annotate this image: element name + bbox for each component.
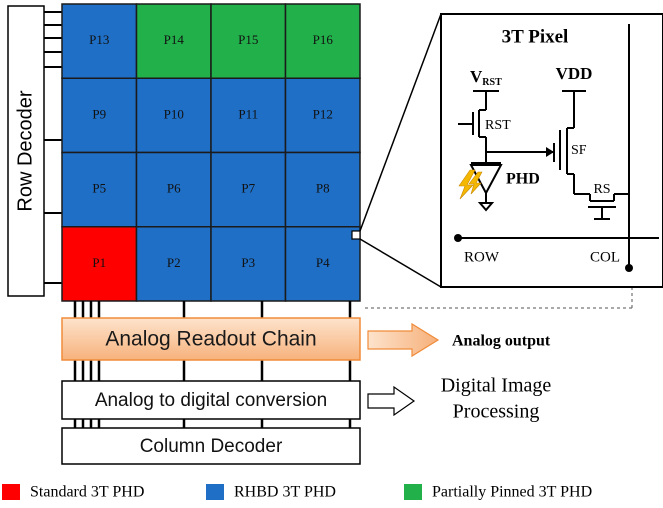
pixel-circuit-title: 3T Pixel	[502, 26, 569, 47]
readout-chain: Analog Readout Chain	[61, 317, 361, 361]
pixel-cell-bg	[210, 226, 287, 302]
pixel-cell-p8: P8	[284, 151, 361, 228]
light-icon	[458, 169, 483, 200]
row-decoder-wires	[44, 11, 62, 284]
pixel-cell-label: P12	[313, 106, 333, 121]
pixel-cell-label: P6	[167, 181, 181, 196]
analog-output-arrow	[367, 322, 440, 358]
legend-label: Standard 3T PHD	[30, 484, 144, 501]
pixel-cell-p15: P15	[210, 3, 287, 79]
analog-output-label: Analog output	[452, 333, 551, 350]
pixel-cell-p6: P6	[135, 151, 212, 228]
legend-label: RHBD 3T PHD	[234, 484, 336, 501]
phd-label: PHD	[506, 171, 540, 188]
pixel-cell-label: P11	[238, 106, 258, 121]
rst-label: RST	[485, 118, 511, 133]
digital-output-arrow	[367, 385, 416, 417]
col-dashed-link	[362, 287, 633, 309]
pixel-cell-label: P8	[316, 181, 330, 196]
readout-chain-label: Analog Readout Chain	[105, 328, 316, 351]
circuit-node-arrow	[546, 147, 554, 157]
pixel-cell-p1: P1	[61, 226, 138, 302]
pixel-cell-p2: P2	[135, 226, 212, 302]
pixel-cell-p13: P13	[61, 3, 138, 79]
row-node-dot	[454, 234, 462, 242]
pixel-cell-p7: P7	[210, 151, 287, 228]
pixel-cell-label: P3	[241, 255, 255, 270]
row-label: ROW	[464, 249, 500, 265]
pixel-cell-p5: P5	[61, 151, 138, 228]
pixel-circuit: 3T Pixel	[440, 13, 663, 288]
pixel-cell-label: P14	[164, 32, 185, 47]
legend-item-standard: Standard 3T PHD	[2, 484, 144, 501]
legend-swatch	[2, 484, 20, 500]
column-decoder: Column Decoder	[61, 427, 361, 465]
pixel-cell-bg	[284, 226, 361, 302]
pixel-cell-bg	[135, 77, 212, 154]
legend-swatch	[206, 484, 224, 500]
col-label: COL	[590, 249, 620, 265]
pixel-cell-label: P7	[241, 181, 255, 196]
zoom-lines	[359, 13, 442, 288]
circuit-wires	[458, 24, 659, 268]
pixel-cell-label: P4	[316, 255, 330, 270]
pixel-cell-p4: P4	[284, 226, 361, 302]
pixel-cell-label: P5	[92, 181, 106, 196]
pixel-cell-bg	[135, 151, 212, 228]
digital-output-line1: Digital Image	[441, 375, 552, 397]
pixel-cell-p11: P11	[210, 77, 287, 154]
pixel-cell-bg	[284, 3, 361, 79]
pixel-cell-p12: P12	[284, 77, 361, 154]
vdd-label: VDD	[556, 64, 593, 83]
pixel-cell-label: P2	[167, 255, 181, 270]
pixel-cell-label: P16	[313, 32, 334, 47]
pixel-cell-bg	[61, 77, 138, 154]
pixel-cell-p16: P16	[284, 3, 361, 79]
pixel-cell-label: P9	[92, 106, 106, 121]
legend-item-rhbd: RHBD 3T PHD	[206, 484, 336, 501]
pixel-cell-label: P1	[92, 255, 106, 270]
col-node-dot	[625, 264, 633, 272]
rs-label: RS	[593, 182, 610, 197]
pixel-cell-label: P15	[238, 32, 258, 47]
pixel-marker	[351, 230, 361, 240]
sf-label: SF	[571, 143, 587, 158]
legend-swatch	[404, 484, 422, 500]
vrst-label: VRST	[470, 67, 502, 88]
legend: Standard 3T PHD RHBD 3T PHD Partially Pinn…	[2, 484, 592, 501]
legend-item-pinned: Partially Pinned 3T PHD	[404, 484, 592, 501]
digital-output-line2: Processing	[453, 401, 540, 423]
pixel-cell-p9: P9	[61, 77, 138, 154]
pixel-cell-label: P10	[164, 106, 184, 121]
row-decoder: Row Decoder	[7, 5, 45, 297]
pixel-cell-p10: P10	[135, 77, 212, 154]
row-decoder-label: Row Decoder	[14, 90, 36, 212]
column-decoder-label: Column Decoder	[140, 436, 283, 457]
pixel-cell-bg	[135, 226, 212, 302]
adc-block: Analog to digital conversion	[61, 380, 361, 420]
pixel-cell-bg	[61, 226, 138, 302]
pixel-cell-bg	[210, 77, 287, 154]
adc-label: Analog to digital conversion	[95, 390, 327, 411]
pixel-cell-p14: P14	[135, 3, 212, 79]
pixel-cell-label: P13	[89, 32, 109, 47]
pixel-cell-p3: P3	[210, 226, 287, 302]
legend-label: Partially Pinned 3T PHD	[432, 484, 592, 501]
